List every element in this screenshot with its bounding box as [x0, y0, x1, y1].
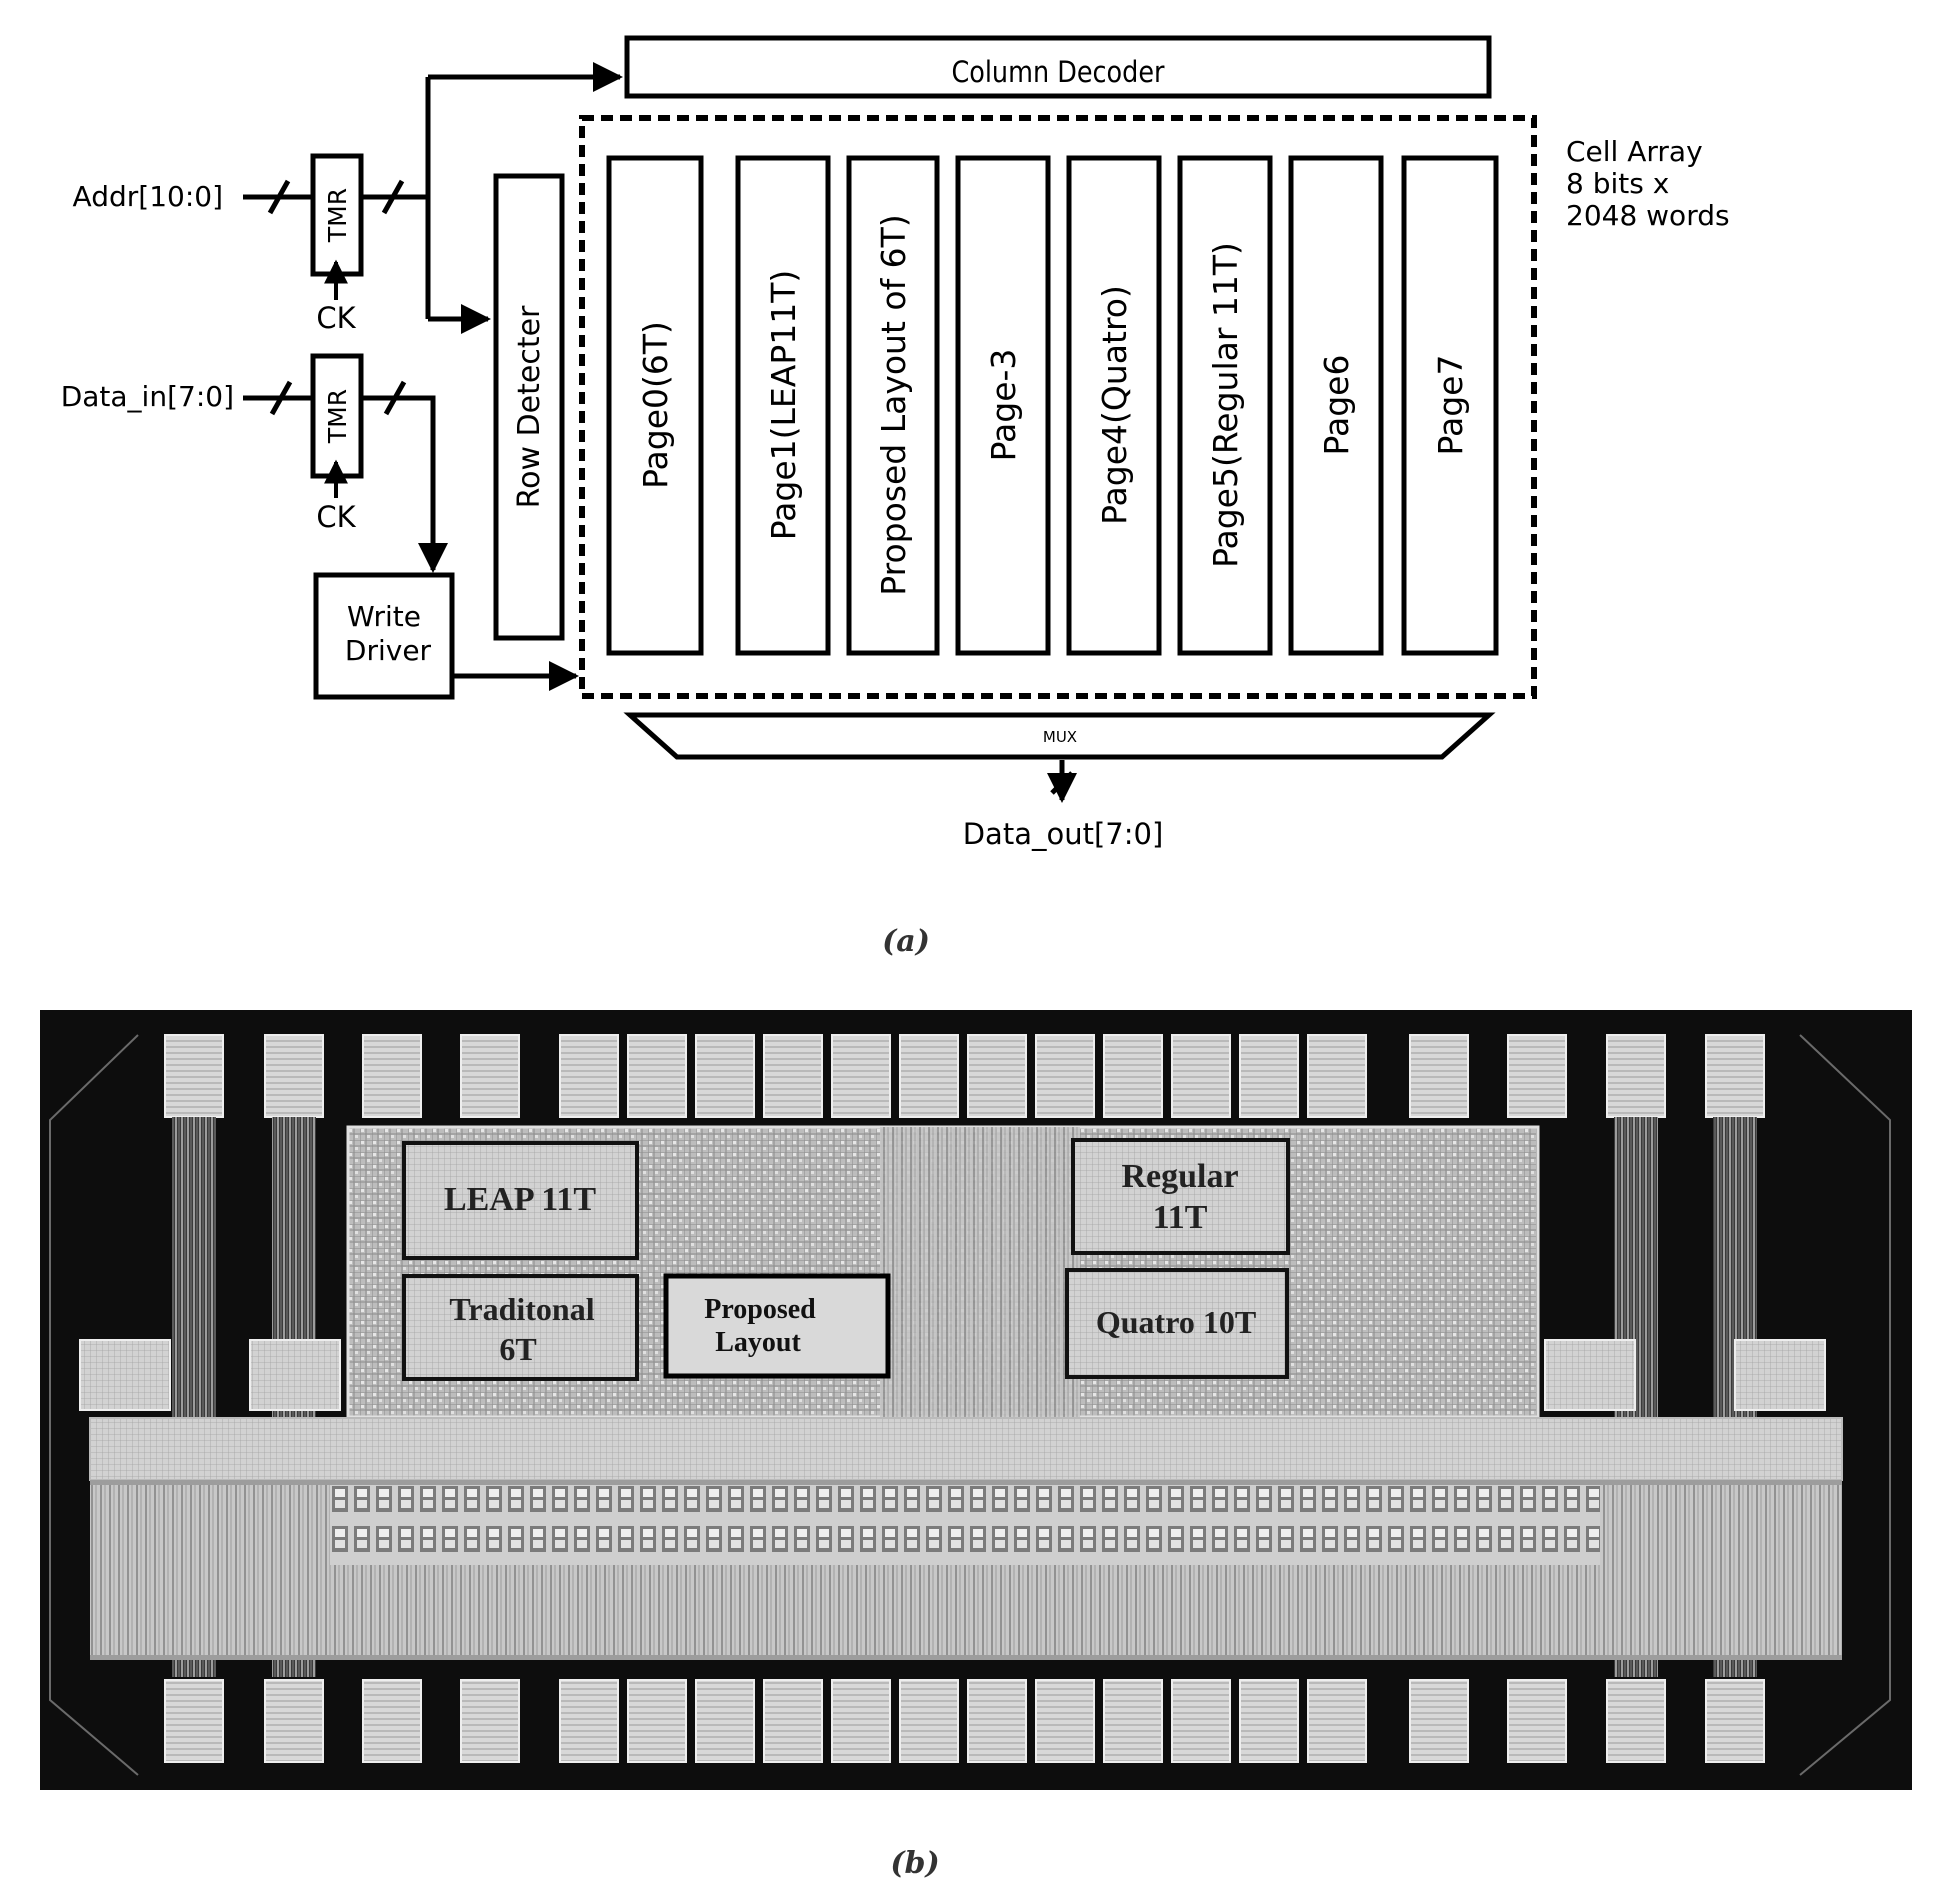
macro-traditional-label-2: 6T: [499, 1331, 536, 1367]
bottom-pad-row: [164, 1679, 1765, 1763]
macro-leap-label: LEAP 11T: [444, 1181, 596, 1218]
page0-box: [606, 155, 704, 656]
write-driver-label-1: Write: [347, 600, 421, 633]
page6-label: Page6: [1317, 355, 1356, 456]
page4-box: [1066, 155, 1162, 656]
macro-traditional-label-1: Traditonal: [449, 1291, 594, 1327]
column-decoder-box: [624, 35, 1492, 99]
tmr-addr-label: TMR: [323, 188, 352, 243]
page3-label: Page-3: [984, 349, 1023, 462]
periphery-cells-bottom: [330, 1565, 1600, 1655]
page7-label: Page7: [1431, 355, 1470, 456]
page2-box: [846, 155, 940, 656]
page3-box: [955, 155, 1051, 656]
corner-lines: [49, 1034, 1891, 1776]
page0-label: Page0(6T): [636, 321, 675, 489]
page4-label: Page4(Quatro): [1095, 285, 1134, 525]
left-side-block-2: [249, 1339, 341, 1411]
macro-regular-11t: Regular 11T: [1071, 1138, 1290, 1255]
page1-label: Page1(LEAP11T): [764, 270, 803, 541]
ck-label-data: CK: [316, 500, 356, 534]
macro-proposed-label-1: Proposed: [704, 1294, 816, 1325]
write-driver-label-2: Driver: [345, 634, 432, 667]
caption-a: (a): [882, 924, 930, 959]
data-out-label: Data_out[7:0]: [963, 817, 1164, 851]
tmr-data-label: TMR: [323, 389, 352, 444]
ck-label-addr: CK: [316, 301, 356, 335]
page6-box: [1288, 155, 1384, 656]
periphery-right: [1600, 1485, 1842, 1655]
cell-array-label-3: 2048 words: [1566, 199, 1730, 232]
write-driver-box: [313, 572, 455, 700]
left-side-block-1: [79, 1339, 171, 1411]
wires: [243, 62, 1077, 803]
macro-traditional-6t: Traditonal 6T: [402, 1274, 639, 1381]
mux-label: MUX: [1043, 728, 1077, 746]
addr-input-label: Addr[10:0]: [73, 180, 223, 213]
caption-b: (b): [890, 1846, 939, 1881]
periphery-left: [90, 1485, 330, 1655]
macro-leap-11t: LEAP 11T: [402, 1141, 639, 1260]
page5-box: [1177, 155, 1273, 656]
macro-quatro-label: Quatro 10T: [1096, 1304, 1256, 1340]
page-labels: Page0(6T) Page1(LEAP11T) Proposed Layout…: [636, 214, 1470, 595]
data-input-label: Data_in[7:0]: [61, 380, 234, 413]
page7-box: [1401, 155, 1499, 656]
horizontal-bus: [89, 1417, 1843, 1481]
periphery-cells-top: [330, 1485, 1600, 1565]
page2-label: Proposed Layout of 6T): [874, 214, 913, 595]
cell-array-label-1: Cell Array: [1566, 135, 1703, 168]
macro-regular-label-1: Regular: [1121, 1158, 1238, 1195]
page1-box: [735, 155, 831, 656]
top-pad-row: [164, 1034, 1765, 1118]
cell-array-region: [579, 115, 1537, 699]
column-decoder-label: Column Decoder: [951, 57, 1165, 90]
chip-layout-b: LEAP 11T Regular 11T Traditonal 6T Propo…: [40, 1010, 1912, 1881]
cell-array-label-2: 8 bits x: [1566, 167, 1669, 200]
tmr-data-box: [310, 353, 364, 479]
row-detecter-box: [493, 173, 565, 641]
right-side-block-2: [1734, 1339, 1826, 1411]
row-detecter-label: Row Detecter: [512, 305, 547, 508]
macro-regular-label-2: 11T: [1153, 1199, 1208, 1236]
diagram-a: Column Decoder Cell Array 8 bits x 2048 …: [61, 35, 1730, 959]
right-side-block-1: [1544, 1339, 1636, 1411]
page5-label: Page5(Regular 11T): [1206, 242, 1245, 568]
mux-shape: [623, 712, 1496, 760]
page-boxes: [606, 155, 1499, 656]
core-center-lines: [880, 1127, 1080, 1417]
macro-quatro-10t: Quatro 10T: [1065, 1268, 1289, 1379]
macro-proposed-layout: Proposed Layout: [663, 1273, 891, 1379]
macro-proposed-label-2: Layout: [715, 1327, 801, 1358]
